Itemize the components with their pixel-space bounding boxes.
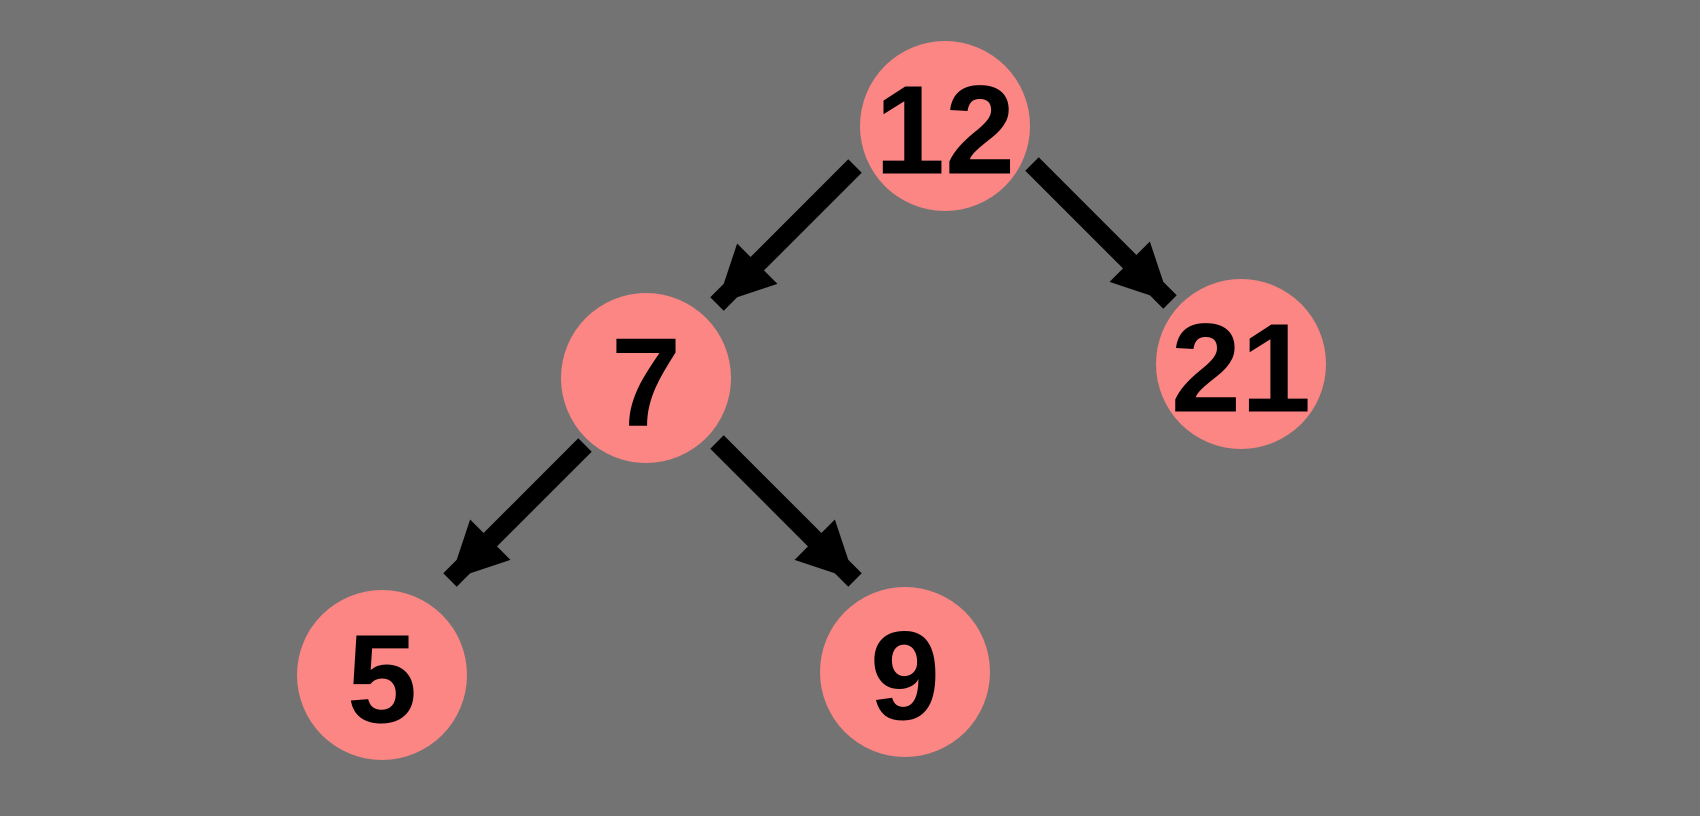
tree-edge-n12-n21 xyxy=(1025,157,1177,309)
node-label-n12: 12 xyxy=(875,60,1015,201)
node-circle-n21 xyxy=(1156,279,1326,449)
tree-edge-n7-n9 xyxy=(710,435,862,587)
tree-edge-n12-n7 xyxy=(710,159,862,311)
node-circle-n7 xyxy=(561,293,731,463)
tree-edge-n7-n5 xyxy=(443,438,592,587)
node-label-n21: 21 xyxy=(1171,298,1311,439)
node-label-n5: 5 xyxy=(347,609,417,750)
tree-node-n21: 21 xyxy=(1156,279,1326,449)
node-label-n7: 7 xyxy=(611,312,681,453)
tree-node-n12: 12 xyxy=(860,41,1030,211)
tree-node-n5: 5 xyxy=(297,590,467,760)
node-circle-n5 xyxy=(297,590,467,760)
edges-layer xyxy=(443,157,1177,587)
node-circle-n9 xyxy=(820,587,990,757)
node-circle-n12 xyxy=(860,41,1030,211)
tree-node-n9: 9 xyxy=(820,587,990,757)
tree-node-n7: 7 xyxy=(561,293,731,463)
node-label-n9: 9 xyxy=(870,606,940,747)
nodes-layer: 12 7 21 5 9 xyxy=(297,41,1326,760)
